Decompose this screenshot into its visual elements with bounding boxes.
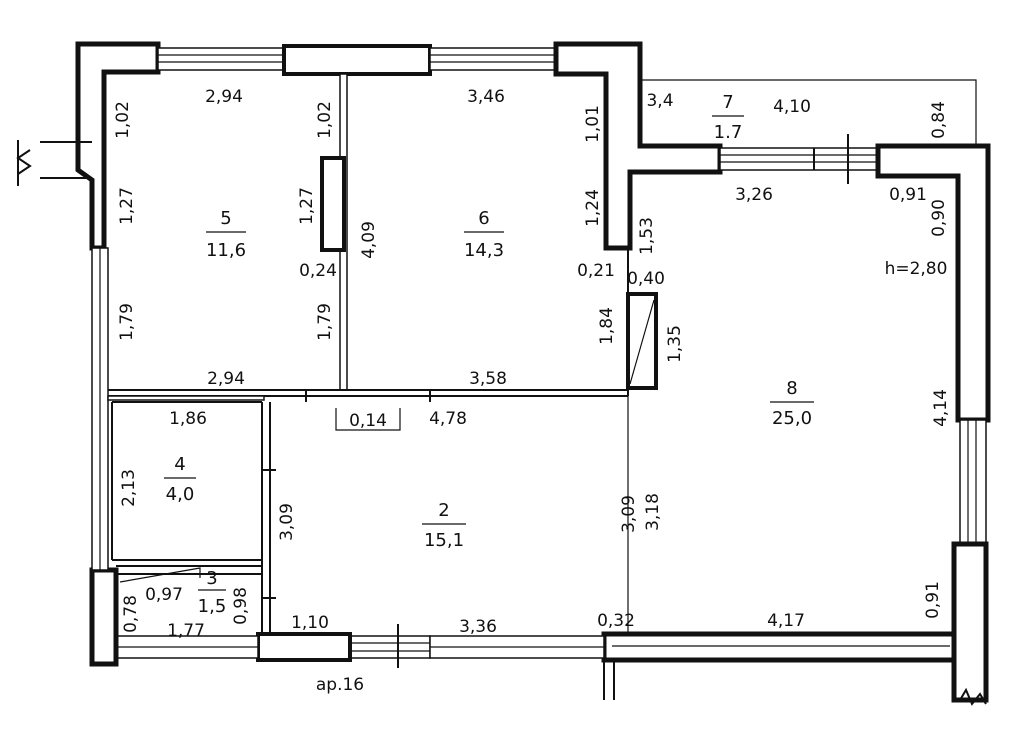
room-6-area: 14,3 [464,240,504,261]
dim-r8-right: 4,14 [931,389,951,427]
room-8-label: 8 25,0 [770,378,814,429]
dim-r8-bottom: 4,17 [767,611,805,631]
room-6-label: 6 14,3 [464,208,504,261]
dim-r6-right-lower: 1,84 [597,307,617,345]
dim-r7-left: 3,4 [646,91,673,111]
dim-r8-left-lower: 3,18 [643,493,663,531]
dim-r5-left-lower: 1,79 [117,303,137,341]
room-2-number: 2 [438,500,449,521]
room-8-number: 8 [786,378,797,399]
room-7-label: 7 1.7 [712,92,744,143]
dim-r8-left-upper: 1,53 [637,217,657,255]
dim-r2-bottom-right: 3,36 [459,617,497,637]
dim-r2-step: 0,14 [349,411,387,431]
room-4-label: 4 4,0 [164,454,196,505]
dim-r3-bottom: 1,77 [167,621,205,641]
dim-r3-left: 0,78 [121,595,141,633]
dim-r5-right-upper: 1,02 [315,101,335,139]
dim-partition-56: 0,24 [299,261,337,281]
dim-r2-top: 4,78 [429,409,467,429]
room-8-area: 25,0 [772,408,812,429]
dim-height: h=2,80 [885,259,948,279]
room-7-area: 1.7 [714,122,743,143]
dim-r2-right: 3,09 [619,495,639,533]
room-4-area: 4,0 [166,484,195,505]
dim-r6-top: 3,46 [467,87,505,107]
dim-r5-top: 2,94 [205,87,243,107]
dim-r5-right-lower: 1,79 [315,303,335,341]
walls [16,41,991,706]
dim-pier-bottom: 0,32 [597,611,635,631]
dim-r4-top: 1,86 [169,409,207,429]
dim-r2-left: 3,09 [277,503,297,541]
vertical-dimensions: 1,02 1,27 1,79 1,02 1,27 1,79 4,09 1,01 … [113,101,951,633]
note-apartment: ар.16 [316,675,364,695]
room-3-number: 3 [206,568,217,589]
room-labels: 5 11,6 6 14,3 7 1.7 8 25,0 4 4,0 3 1,5 [164,92,814,617]
dim-r3-right: 0,98 [231,587,251,625]
dim-r7-side: 0,84 [929,101,949,139]
dim-r8-top: 3,26 [735,185,773,205]
horizontal-dimensions: 2,94 3,46 3,4 4,10 3,26 0,91 0,24 0,21 0… [145,87,947,695]
dim-r7-right: 4,10 [773,97,811,117]
dim-niche-w: 0,40 [627,269,665,289]
dim-niche-h: 1,35 [665,325,685,363]
dim-r4-left: 2,13 [119,469,139,507]
dim-r8-corner-w: 0,91 [889,185,927,205]
dim-r6-right-upper: 1,01 [583,105,603,143]
dim-r2-bottom-left: 1,10 [291,613,329,633]
dim-r5-left-upper: 1,02 [113,101,133,139]
room-5-area: 11,6 [206,240,246,261]
room-3-label: 3 1,5 [198,568,227,617]
dim-r8-right-lower: 0,91 [923,581,943,619]
room-2-label: 2 15,1 [422,500,466,551]
room-5-number: 5 [220,208,231,229]
dim-wall-68: 0,21 [577,261,615,281]
dim-r5-right-mid: 1,27 [297,187,317,225]
dim-r5-left-mid: 1,27 [117,187,137,225]
dim-r5-bottom: 2,94 [207,369,245,389]
room-7-number: 7 [722,92,733,113]
room-4-number: 4 [174,454,185,475]
room-3-area: 1,5 [198,596,227,617]
room-2-area: 15,1 [424,530,464,551]
dim-r6-bottom: 3,58 [469,369,507,389]
dim-r6-right-mid: 1,24 [583,189,603,227]
dim-r8-corner-h: 0,90 [929,199,949,237]
dim-r3-top: 0,97 [145,585,183,605]
dim-r6-left: 4,09 [359,221,379,259]
room-5-label: 5 11,6 [206,208,246,261]
room-6-number: 6 [478,208,489,229]
